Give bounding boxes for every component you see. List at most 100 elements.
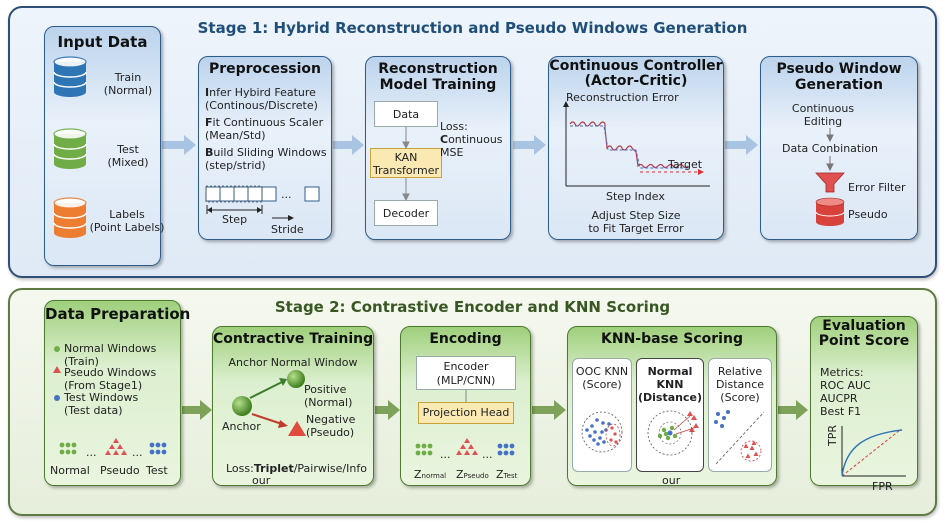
ooc-point [602, 440, 606, 444]
z-pseudo: ZPseudo [456, 468, 489, 483]
z-pseudo-sub: Pseudo [463, 472, 489, 480]
pseudo-windows-label: Pseudo Windows (From Stage1) [64, 366, 156, 392]
contrast-loss: Loss:Triplet/Pairwise/Info [226, 462, 367, 475]
relative-name: Relative [717, 365, 763, 378]
prep-dots-1: ... [86, 446, 97, 459]
ooc-point [588, 434, 592, 438]
loss-initial: C [440, 133, 449, 146]
preprocess-step2: Fit Continuous Scaler (Mean/Std) [205, 116, 323, 142]
encoder-sub: (MLP/CNN) [436, 374, 496, 387]
test-bullet [54, 395, 60, 401]
positive-ball [287, 370, 305, 388]
recon-data-block: Data [374, 101, 438, 127]
train-db-icon [53, 56, 87, 97]
ooc-point [596, 442, 600, 446]
normal-knn-point [665, 435, 671, 441]
arrow-controller-to-pseudo [725, 135, 758, 155]
train-label: Train (Normal) [98, 71, 158, 97]
knn-scatter [585, 410, 759, 458]
loss-type: ontinuous [448, 133, 503, 146]
positive-label: Positive (Normal) [304, 383, 352, 409]
pseudo-title: Pseudo Window Generation [761, 61, 917, 93]
pseudo-box: Pseudo Window Generation [760, 56, 918, 240]
step3-text: uild Sliding Windows [213, 146, 327, 159]
ooc-outlier [614, 440, 618, 444]
projection-head-block: Projection Head [418, 402, 514, 424]
ooc-point [585, 428, 589, 432]
pseudo-cluster-label: Pseudo [100, 464, 140, 477]
anchor-window-label: Anchor Normal Window [228, 356, 358, 369]
recon-loss: Loss: Continuous MSE [440, 120, 503, 159]
relative-normal-point [726, 410, 730, 414]
controller-caption: Adjust Step Size to Fit Target Error [548, 209, 724, 235]
ooc-outlier [613, 432, 617, 436]
normal-cluster-label: Normal [50, 464, 90, 477]
smoothed-curve [570, 125, 688, 169]
train-name: Train [114, 71, 142, 84]
step2-initial: F [205, 116, 213, 129]
negative-sub: (Pseudo) [306, 426, 355, 439]
target-label: Target [668, 158, 703, 171]
eval-title-1: Evaluation [822, 318, 906, 334]
contrast-loss-prefix: Loss: [226, 462, 254, 475]
ooc-knn-sub: (Score) [582, 378, 622, 391]
contrast-loss-rest: /Pairwise/Info [293, 462, 367, 475]
negative-triangle [288, 421, 306, 436]
ooc-knn-name: OOC KNN [575, 365, 629, 378]
test-cluster-label: Test [146, 464, 168, 477]
combination-label: Data Conbination [782, 142, 878, 155]
normal-knn-query [667, 430, 673, 436]
preprocess-box: Preprocession [198, 56, 332, 240]
metric-roc-auc: ROC AUC [820, 379, 871, 392]
z-normal-cluster [415, 443, 433, 456]
eval-title-2: Point Score [818, 333, 910, 349]
anchor-label: Anchor [222, 420, 261, 433]
pseudo-title-2: Generation [795, 77, 883, 93]
knn-our: our [662, 474, 681, 487]
z-test-cluster [497, 443, 515, 456]
relative-anomaly-point [753, 451, 759, 456]
pseudo-bullet [53, 366, 61, 373]
relative-anomaly-point [743, 443, 749, 448]
ooc-outlier [610, 426, 614, 430]
z-normal-sub: normal [421, 472, 447, 480]
controller-title: Continuous Controller (Actor-Critic) [549, 59, 723, 89]
test-label: Test (Mixed) [98, 143, 158, 169]
negative-name: Negative [306, 413, 356, 426]
test-cluster [149, 442, 167, 455]
stage1-title: Stage 1: Hybrid Reconstruction and Pseud… [197, 19, 748, 37]
relative-anomaly-point [751, 440, 757, 445]
normal-knn-name: Normal KNN [647, 365, 693, 391]
contrast-our: our [252, 474, 271, 487]
prep-clusters [59, 438, 167, 455]
enc-dots-2: ... [482, 448, 493, 461]
error-curve [569, 121, 689, 169]
normal-knn-panel: Normal KNN (Distance) [636, 358, 704, 472]
relative-name-2: Distance [715, 378, 765, 391]
normal-knn-sub: (Distance) [638, 391, 702, 404]
kan-transformer-block: KAN Transformer [370, 148, 442, 178]
metrics-label: Metrics: [820, 366, 864, 379]
ooc-point [607, 422, 611, 426]
controller-box: Continuous Controller (Actor-Critic) [548, 56, 724, 240]
editing-label: Continuous Editing [760, 102, 886, 128]
positive-name: Positive [304, 383, 347, 396]
arrow-contrast-to-encoding [375, 400, 400, 420]
eval-box: Evaluation Point Score [810, 316, 918, 486]
editing-line2: Editing [803, 115, 843, 128]
normal-knn-point [669, 425, 675, 431]
data-prep-box: Data Preparation [44, 300, 191, 486]
data-prep-title: Data Preparation [45, 305, 191, 323]
test-sub: (Mixed) [107, 156, 149, 169]
stage2-title: Stage 2: Contrastive Encoder and KNN Sco… [274, 298, 671, 316]
preprocess-step3: Build Sliding Windows (step/strid) [205, 146, 327, 172]
test-db-icon [53, 128, 87, 169]
ooc-outlier [609, 438, 613, 442]
step3-sub: (step/strid) [205, 159, 266, 172]
controller-xlabel: Step Index [606, 190, 665, 203]
